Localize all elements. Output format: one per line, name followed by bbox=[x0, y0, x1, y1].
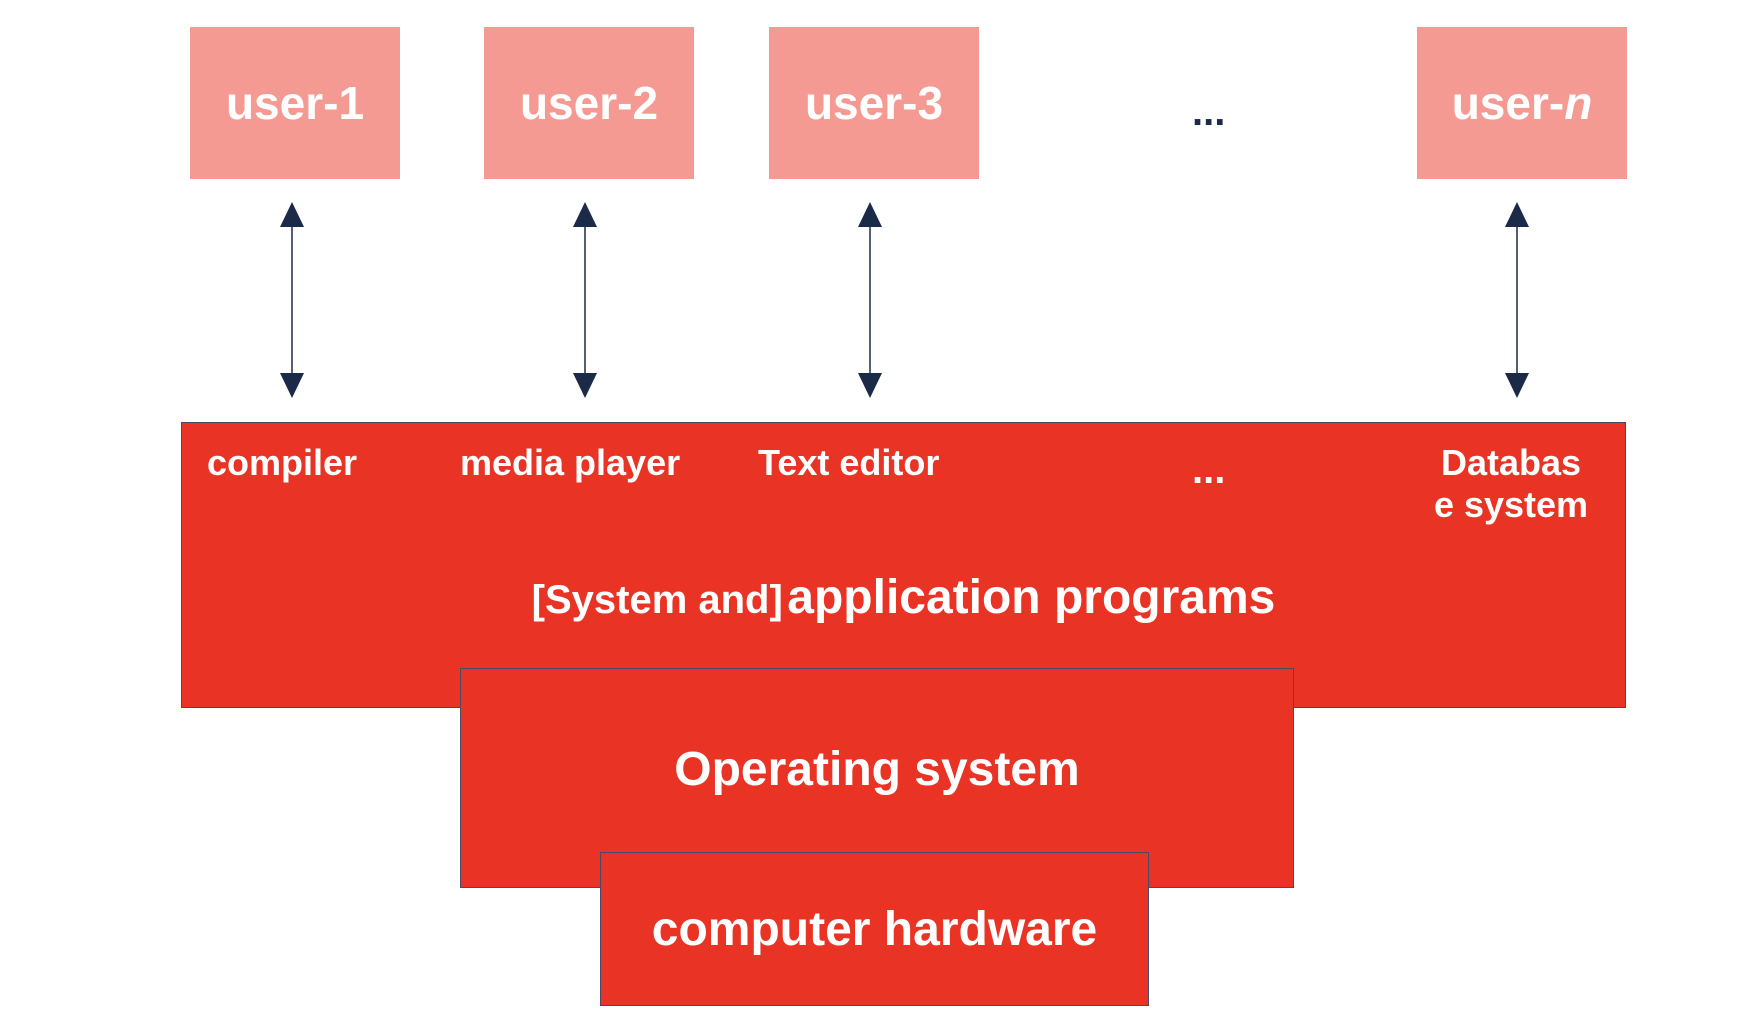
apps-ellipsis: ... bbox=[1192, 448, 1226, 492]
user-label-n: user-n bbox=[1451, 77, 1593, 129]
user-box-3: user-3 bbox=[769, 27, 979, 179]
user-label-2: user-2 bbox=[519, 77, 659, 129]
arrow-head-down-icon bbox=[1505, 373, 1529, 398]
application-programs-title: [System and] application programs bbox=[181, 570, 1626, 625]
app-database-line-1: Databas bbox=[1440, 442, 1582, 483]
application-programs-layer bbox=[181, 422, 1626, 708]
computer-hardware-layer: computer hardware bbox=[600, 852, 1149, 1006]
arrow-user-n bbox=[1505, 202, 1529, 398]
arrow-user-2 bbox=[573, 202, 597, 398]
arrow-head-down-icon bbox=[573, 373, 597, 398]
app-text-editor: Text editor bbox=[758, 442, 940, 483]
arrow-head-up-icon bbox=[858, 202, 882, 227]
user-box-n: user-n bbox=[1417, 27, 1627, 179]
arrow-head-up-icon bbox=[1505, 202, 1529, 227]
app-database-system: Databas e system bbox=[1426, 442, 1596, 526]
arrow-user-1 bbox=[280, 202, 304, 398]
arrow-user-3 bbox=[858, 202, 882, 398]
arrow-head-down-icon bbox=[280, 373, 304, 398]
arrow-head-down-icon bbox=[858, 373, 882, 398]
arrow-head-up-icon bbox=[573, 202, 597, 227]
computer-hardware-title: computer hardware bbox=[651, 902, 1098, 956]
arrow-head-up-icon bbox=[280, 202, 304, 227]
user-box-2: user-2 bbox=[484, 27, 694, 179]
application-programs-title-prefix: [System and] bbox=[531, 578, 783, 622]
user-label-3: user-3 bbox=[804, 77, 944, 129]
users-ellipsis: ... bbox=[1192, 90, 1226, 134]
application-programs-title-main: application programs bbox=[787, 571, 1276, 624]
operating-system-title: Operating system bbox=[674, 742, 1080, 796]
user-label-1: user-1 bbox=[225, 77, 365, 129]
operating-system-layer: Operating system bbox=[460, 668, 1294, 888]
app-database-line-2: e system bbox=[1433, 483, 1589, 525]
user-box-1: user-1 bbox=[190, 27, 400, 179]
app-compiler: compiler bbox=[207, 442, 358, 483]
app-media-player: media player bbox=[460, 442, 681, 483]
